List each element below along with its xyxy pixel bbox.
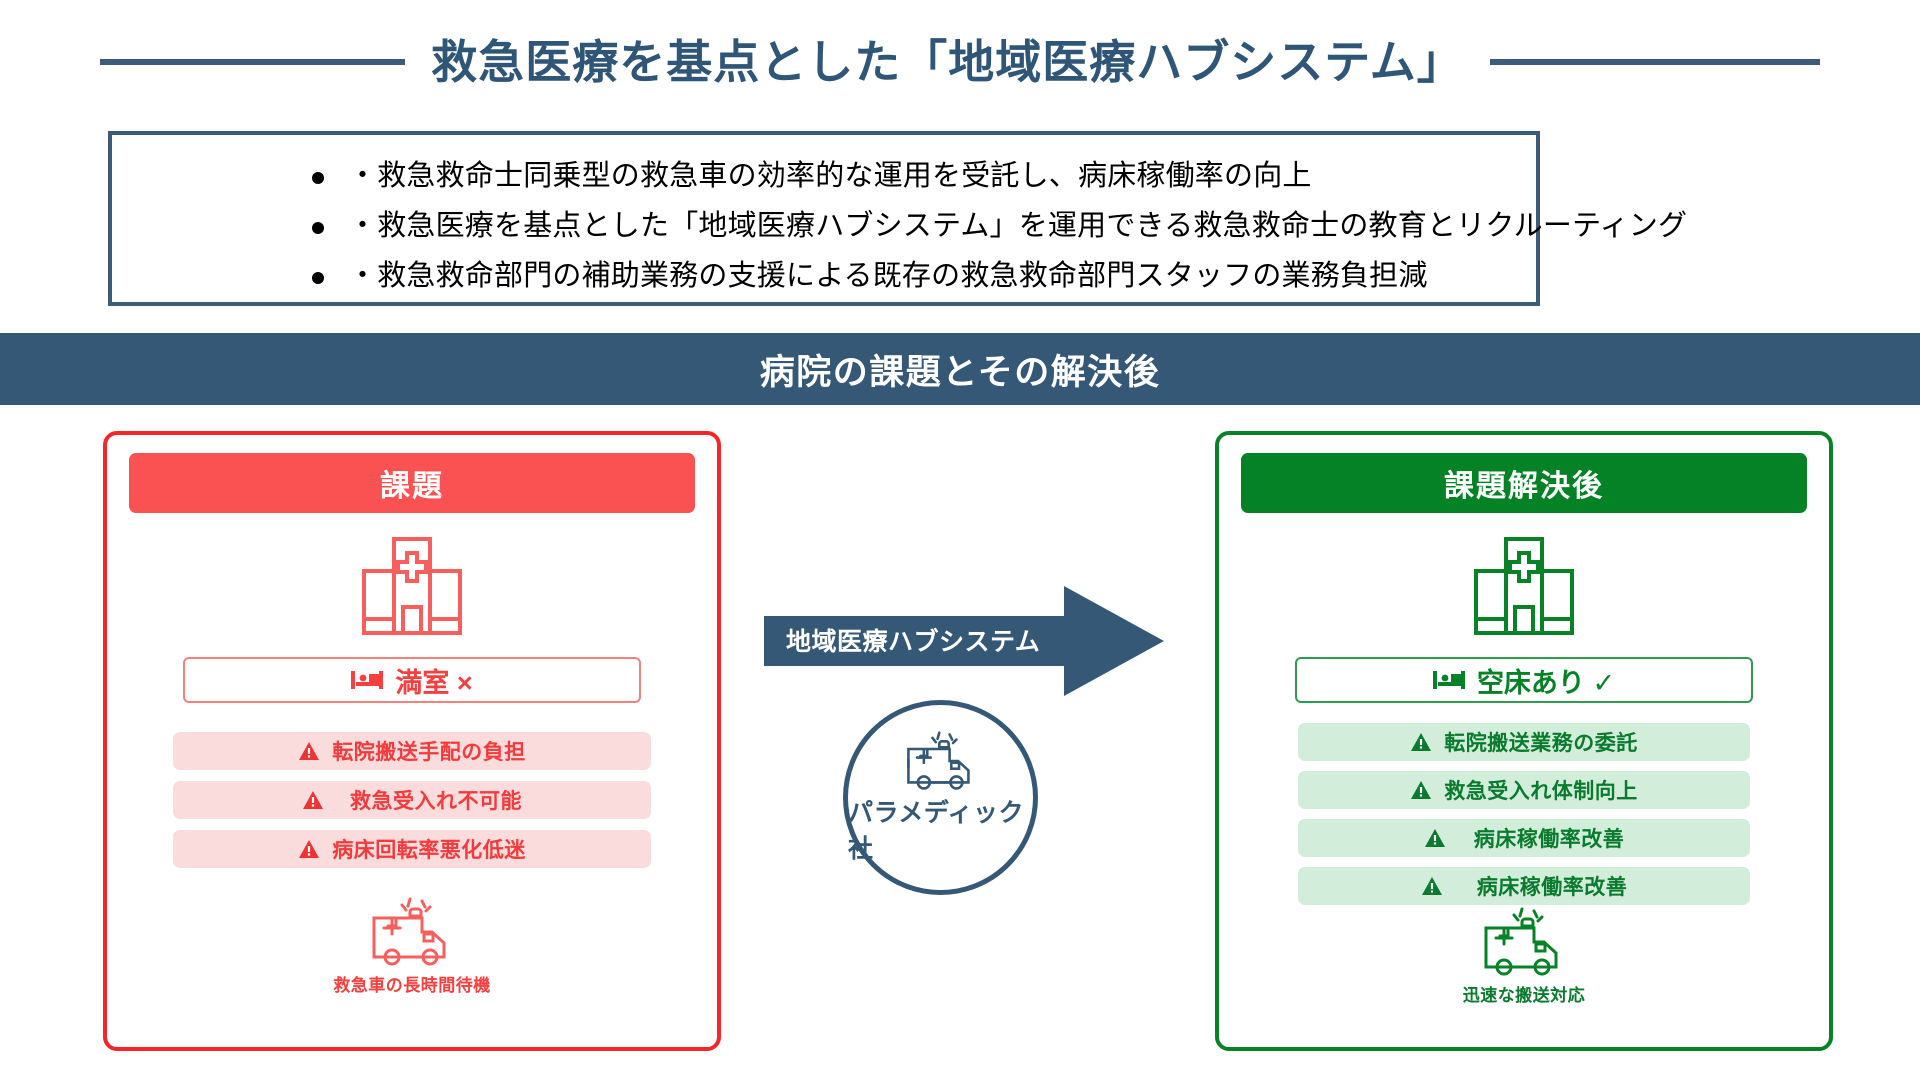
solution-row: 転院搬送業務の委託	[1298, 723, 1750, 761]
page-title: 救急医療を基点とした「地域医療ハブシステム」	[0, 20, 1920, 104]
title-text: 救急医療を基点とした「地域医療ハブシステム」	[431, 36, 1464, 88]
solution-panel: 課題解決後	[1215, 431, 1833, 1051]
problem-panel-header: 課題	[129, 453, 695, 513]
solution-panel-title: 課題解決後	[1444, 470, 1604, 503]
problem-row: 病床回転率悪化低迷	[173, 830, 651, 868]
hospital-bed-icon	[351, 671, 384, 689]
problem-row: 救急受入れ不可能	[173, 781, 651, 819]
transition-arrow: 地域医療ハブシステム	[764, 586, 1164, 696]
hospital-bed-icon	[1432, 671, 1465, 689]
problem-row-label: 救急受入れ不可能	[350, 790, 522, 813]
problem-row: 転院搬送手配の負担	[173, 732, 651, 770]
section-banner: 病院の課題とその解決後	[0, 333, 1920, 405]
arrow-shape-icon	[764, 586, 1164, 696]
solution-row: 病床稼働率改善	[1298, 867, 1750, 905]
title-rule-left	[100, 59, 406, 65]
solution-row-label: 病床稼働率改善	[1476, 876, 1628, 899]
solution-ambulance-block: 迅速な搬送対応	[1219, 907, 1829, 1006]
solution-panel-header: 課題解決後	[1241, 453, 1807, 513]
solution-ambulance-caption: 迅速な搬送対応	[1462, 986, 1586, 1005]
hospital-building-icon	[1474, 537, 1574, 635]
solution-row-label: 病床稼働率改善	[1473, 828, 1625, 851]
hospital-building-icon	[362, 537, 462, 635]
bullet-list: ・救急救命士同乗型の救急車の効率的な運用を受託し、病床稼働率の向上 ・救急医療を…	[312, 151, 1687, 301]
transition-arrow-label: 地域医療ハブシステム	[786, 628, 1041, 656]
warning-triangle-icon	[1424, 829, 1445, 847]
problem-row-label: 病床回転率悪化低迷	[332, 839, 526, 862]
solution-row-label: 転院搬送業務の委託	[1444, 732, 1638, 755]
problem-row-label: 転院搬送手配の負担	[332, 741, 526, 764]
ambulance-icon	[1484, 907, 1558, 976]
problem-ambulance-block: 救急車の長時間待機	[107, 897, 717, 996]
bed-status-badge: 満室 ×	[183, 657, 641, 703]
problem-ambulance-caption: 救急車の長時間待機	[333, 976, 491, 995]
section-banner-text: 病院の課題とその解決後	[759, 352, 1161, 392]
bed-status-text: 満室 ×	[395, 667, 473, 698]
company-badge: パラメディック社	[843, 700, 1038, 895]
warning-triangle-icon	[299, 742, 320, 760]
solution-row: 病床稼働率改善	[1298, 819, 1750, 857]
warning-triangle-icon	[303, 791, 323, 809]
solution-row-label: 救急受入れ体制向上	[1444, 780, 1638, 803]
problem-panel-title: 課題	[380, 470, 444, 503]
problem-rows: 転院搬送手配の負担 救急受入れ不可能 病床回転率悪化低迷	[107, 732, 717, 879]
bullet-item: ・救急医療を基点とした「地域医療ハブシステム」を運用できる救急救命士の教育とリク…	[312, 201, 1687, 251]
problem-panel: 課題	[103, 431, 721, 1051]
solution-rows: 転院搬送業務の委託 救急受入れ体制向上 病床稼働率改善	[1219, 723, 1829, 915]
bullet-item: ・救急救命士同乗型の救急車の効率的な運用を受託し、病床稼働率の向上	[312, 151, 1536, 201]
warning-triangle-icon	[1421, 877, 1442, 895]
hospital-icon-wrap	[1219, 531, 1829, 641]
bed-status-badge: 空床あり ✓	[1295, 657, 1753, 703]
bed-status-text: 空床あり ✓	[1476, 667, 1616, 698]
warning-triangle-icon	[1411, 733, 1432, 751]
title-rule-right	[1489, 59, 1820, 65]
bullet-item: ・救急救命部門の補助業務の支援による既存の救急救命部門スタッフの業務負担減	[312, 251, 1536, 301]
ambulance-icon	[906, 730, 970, 790]
hospital-icon-wrap	[107, 531, 717, 641]
warning-triangle-icon	[1411, 781, 1432, 799]
solution-row: 救急受入れ体制向上	[1298, 771, 1750, 809]
warning-triangle-icon	[299, 840, 320, 858]
ambulance-icon	[372, 897, 446, 966]
company-badge-label: パラメディック社	[848, 798, 1025, 863]
bullet-box: ・救急救命士同乗型の救急車の効率的な運用を受託し、病床稼働率の向上 ・救急医療を…	[108, 131, 1687, 306]
